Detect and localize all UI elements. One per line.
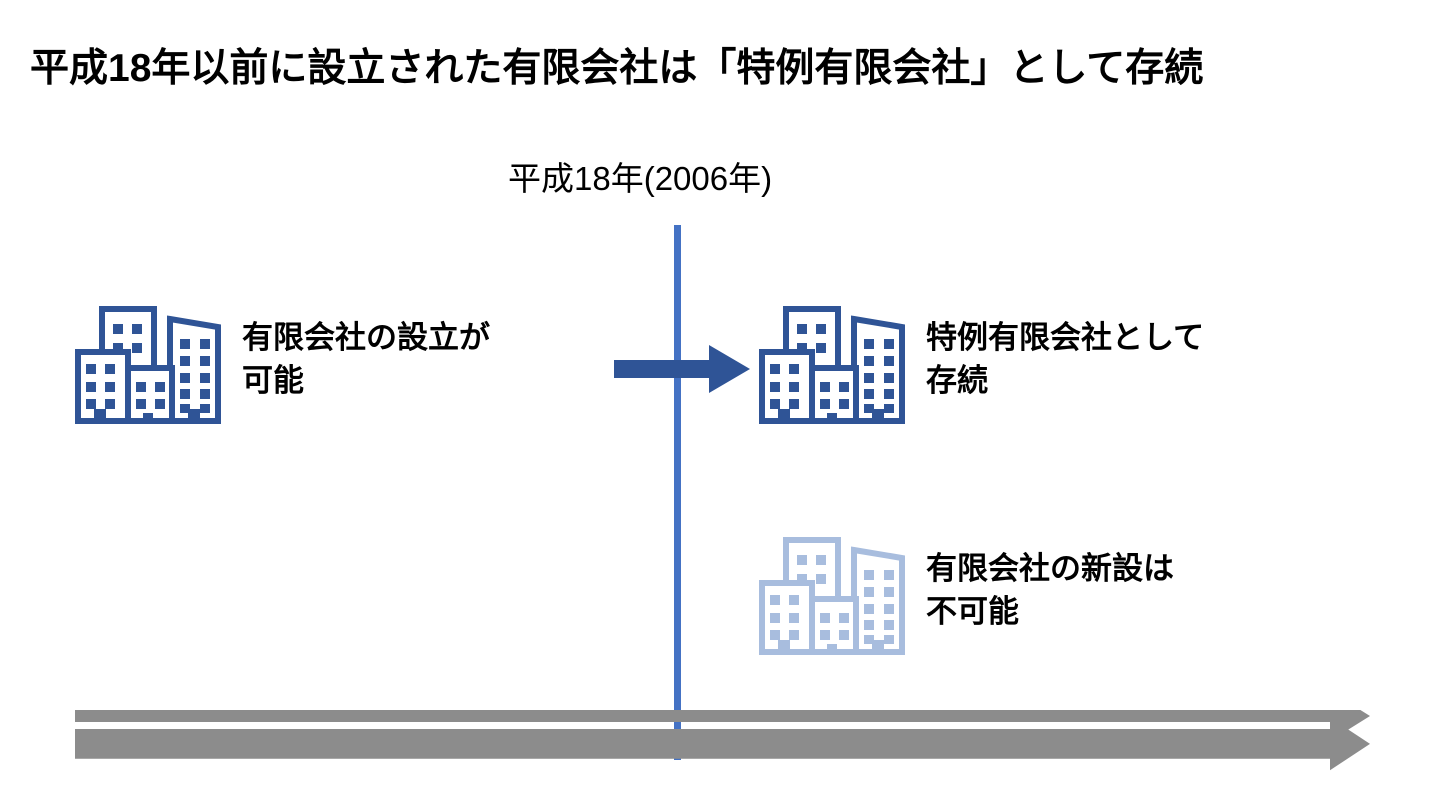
timeline-item-label: 有限会社の設立が 可能 [242,320,490,398]
timeline-axis-arrow [75,710,1370,771]
timeline-item-continue: 特例有限会社として 存続 [756,296,1204,424]
timeline-divider-line [674,225,681,760]
timeline-item-label: 有限会社の新設は 不可能 [926,551,1174,629]
office-buildings-icon [759,306,905,424]
page-title: 平成18年以前に設立された有限会社は「特例有限会社」として存続 [30,47,1204,90]
timeline-arrow-head [1330,710,1370,741]
timeline-item-before-2006: 有限会社の設立が 可能 [72,296,490,424]
transition-arrow-shape [614,345,750,393]
office-buildings-icon-disabled [759,537,905,655]
timeline-arrow-shape [75,717,1370,771]
timeline-arrow-shaft [75,710,1333,722]
office-buildings-icon [75,306,221,424]
timeline-item-label: 特例有限会社として 存続 [926,320,1205,398]
transition-arrow-icon [614,345,750,393]
timeline-marker-label: 平成18年(2006年) [508,160,773,197]
timeline-item-no-new: 有限会社の新設は 不可能 [756,527,1174,655]
